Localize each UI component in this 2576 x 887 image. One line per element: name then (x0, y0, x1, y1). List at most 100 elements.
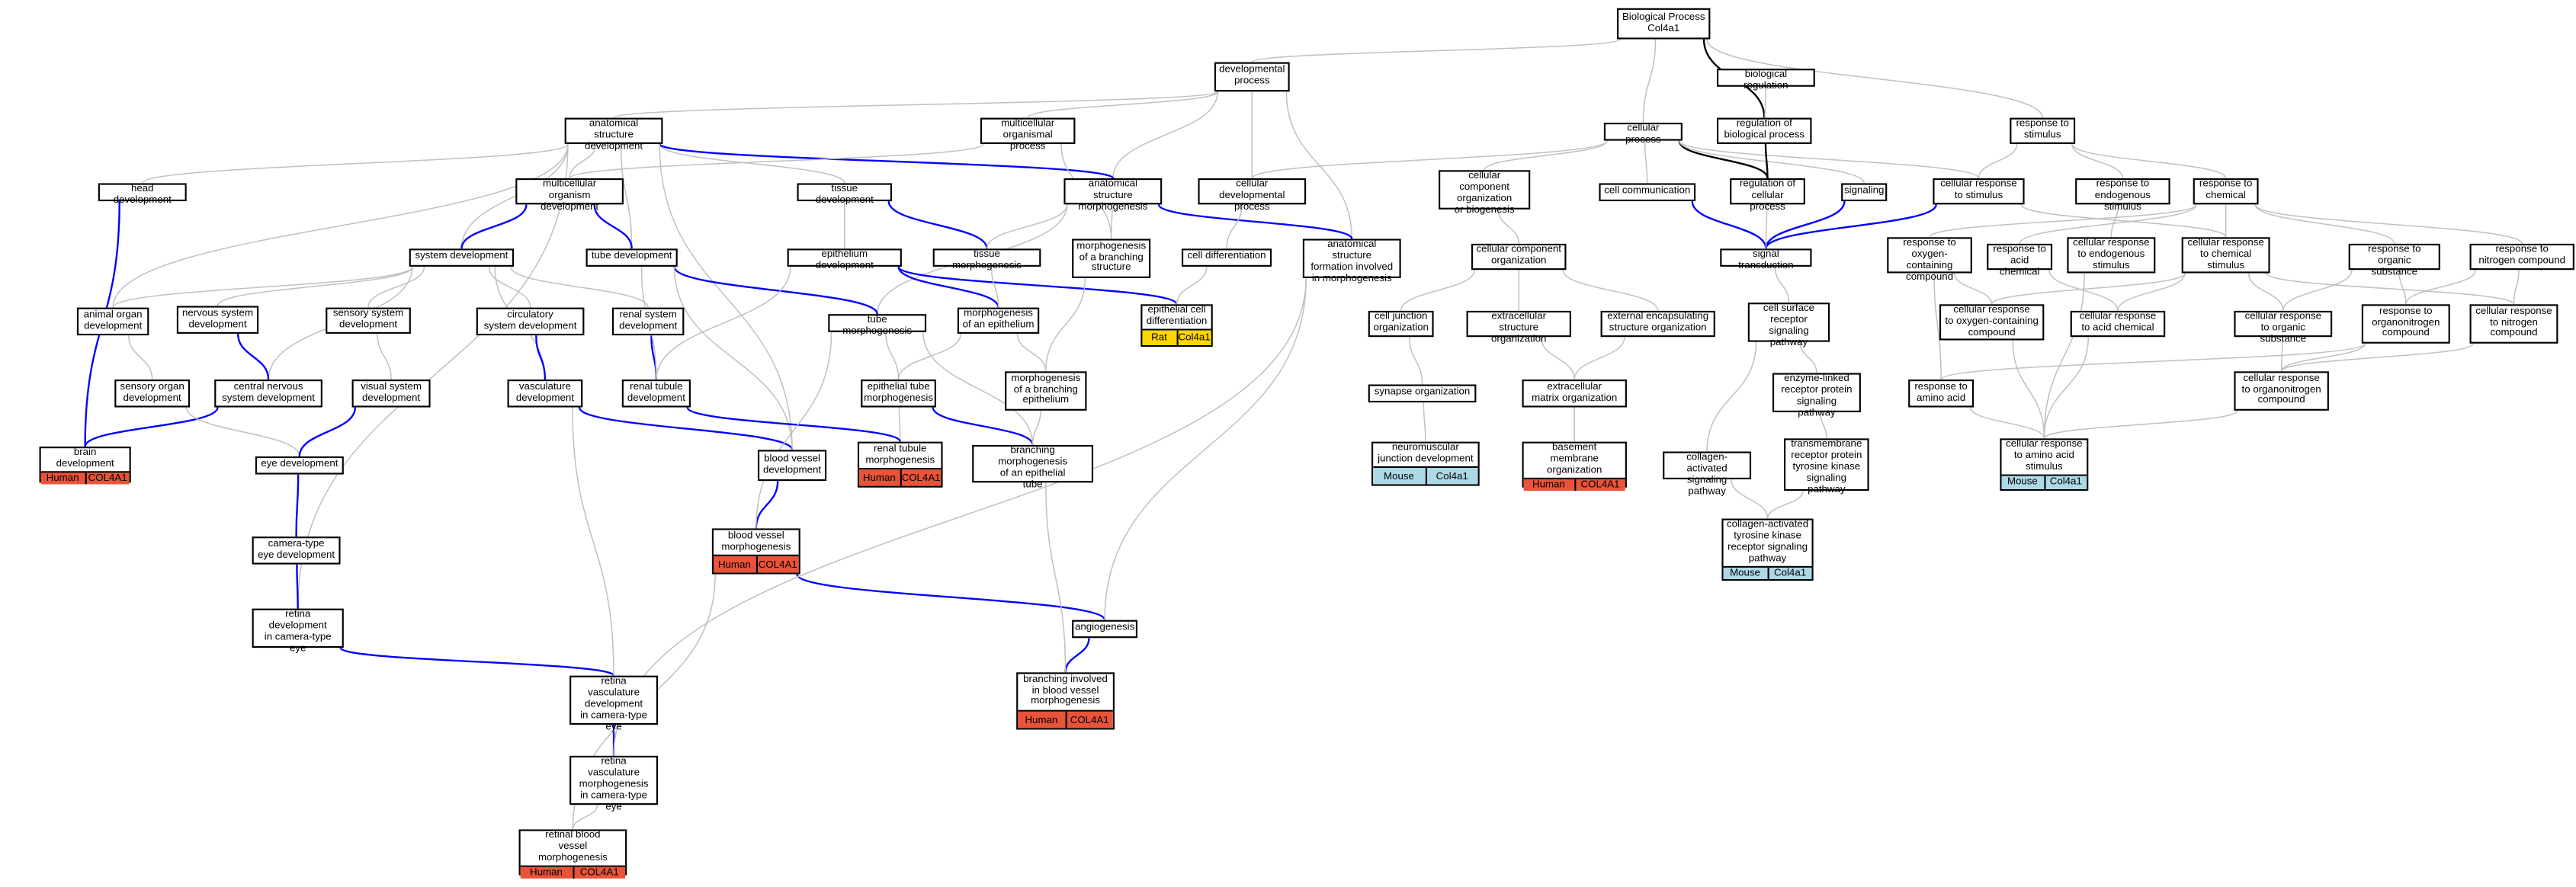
go-term-head-development[interactable]: head development (98, 183, 187, 206)
edge-crtoamino-to-crtoacid (2043, 337, 2090, 439)
go-term-response-to-nitrogen-compound[interactable]: response to nitrogen compound (2469, 243, 2574, 271)
go-term-vasculature-development[interactable]: vasculature development (507, 379, 583, 408)
go-term-synapse-organization[interactable]: synapse organization (1368, 384, 1477, 403)
go-term-cellular-response-to-nitrogen-compound[interactable]: cellular response to nitrogen compound (2469, 304, 2558, 344)
go-term-transmembrane-receptor-protein-tyrosine-kinase-signaling-pathway[interactable]: transmembrane receptor protein tyrosine … (1784, 438, 1869, 495)
go-term-tube-morphogenesis[interactable]: tube morphogenesis (828, 314, 927, 337)
go-term-response-to-oxygen-containing-compound[interactable]: response to oxygen-containing compound (1887, 237, 1972, 283)
edge-sigtrans-to-cellcomm (1691, 200, 1767, 249)
go-term-response-to-acid-chemical[interactable]: response to acid chemical (1987, 243, 2053, 278)
go-term-cell-differentiation[interactable]: cell differentiation (1181, 248, 1272, 267)
go-term-extracellular-structure-organization[interactable]: extracellular structure organization (1466, 310, 1571, 345)
go-term-cellular-process[interactable]: cellular process (1603, 123, 1683, 146)
go-term-response-to-chemical[interactable]: response to chemical (2193, 178, 2259, 205)
go-term-cellular-developmental-process[interactable]: cellular developmental process (1198, 178, 1307, 213)
go-term-developmental-process[interactable]: developmental process (1214, 62, 1290, 92)
edge-branchmorphepi-to-tubemorph (922, 331, 1034, 445)
go-term-retina-vasculature-morphogenesis-in-camera-type-eye[interactable]: retina vasculature morphogenesis in came… (569, 755, 659, 812)
go-term-central-nervous-system-development[interactable]: central nervous system development (214, 379, 322, 408)
go-term-tube-development[interactable]: tube development (585, 248, 678, 267)
go-term-sensory-system-development[interactable]: sensory system development (326, 307, 411, 334)
edge-angio-to-bvmorph (796, 573, 1106, 621)
go-term-multicellular-organismal-process[interactable]: multicellular organismal process (980, 117, 1076, 152)
go-term-biological-process-col4a1[interactable]: Biological Process Col4a1 (1617, 8, 1711, 40)
go-term-collagen-activated-signaling-pathway[interactable]: collagen-activated signaling pathway (1663, 451, 1752, 497)
gene-badge: Col4a1 (2043, 476, 2087, 489)
go-term-cellular-response-to-oxygen-containing-compound[interactable]: cellular response to oxygen-containing c… (1939, 304, 2045, 341)
go-term-branching-involved-in-blood-vessel-morphogenesis[interactable]: branching involved in blood vessel morph… (1016, 672, 1115, 730)
go-term-cellular-response-to-stimulus[interactable]: cellular response to stimulus (1933, 178, 2025, 205)
go-term-label: collagen-activated signaling pathway (1686, 451, 1728, 498)
go-term-epithelium-development[interactable]: epithelium development (787, 248, 902, 271)
go-term-eye-development[interactable]: eye development (255, 456, 344, 475)
go-term-cellular-response-to-chemical-stimulus[interactable]: cellular response to chemical stimulus (2181, 237, 2270, 274)
go-term-enzyme-linked-receptor-protein-signaling-pathway[interactable]: enzyme-linked receptor protein signaling… (1772, 373, 1861, 418)
go-term-renal-tubule-development[interactable]: renal tubule development (621, 379, 691, 408)
go-term-epithelial-tube-morphogenesis[interactable]: epithelial tube morphogenesis (861, 379, 936, 408)
edge-epitubemorph-to-morphepi (897, 333, 961, 380)
go-term-morphogenesis-of-a-branching-epithelium[interactable]: morphogenesis of a branching epithelium (1005, 371, 1087, 411)
go-term-tissue-morphogenesis[interactable]: tissue morphogenesis (932, 248, 1041, 271)
go-term-label: biological regulation (1744, 69, 1788, 92)
go-term-sensory-organ-development[interactable]: sensory organ development (114, 379, 191, 408)
go-term-cell-communication[interactable]: cell communication (1599, 183, 1696, 202)
go-term-cell-surface-receptor-signaling-pathway[interactable]: cell surface receptor signaling pathway (1747, 303, 1830, 348)
go-term-system-development[interactable]: system development (409, 248, 515, 267)
go-term-external-encapsulating-structure-organization[interactable]: external encapsulating structure organiz… (1600, 310, 1715, 338)
go-term-cellular-response-to-organic-substance[interactable]: cellular response to organic substance (2234, 310, 2333, 345)
edge-circsys-to-sysdev (488, 266, 531, 308)
go-term-multicellular-organism-development[interactable]: multicellular organism development (515, 178, 624, 213)
go-term-regulation-of-cellular-process[interactable]: regulation of cellular process (1730, 178, 1805, 213)
go-term-response-to-amino-acid[interactable]: response to amino acid (1908, 379, 1975, 408)
go-term-cellular-response-to-acid-chemical[interactable]: cellular response to acid chemical (2070, 310, 2166, 338)
edge-sigtrans-to-crtos (1765, 203, 1937, 249)
go-term-camera-type-eye-development[interactable]: camera-type eye development (252, 536, 341, 565)
go-term-anatomical-structure-development[interactable]: anatomical structure development (564, 117, 663, 152)
go-term-angiogenesis[interactable]: angiogenesis (1072, 620, 1138, 639)
edge-colrtk-to-tmrptk (1766, 490, 1804, 519)
go-term-label: response to nitrogen compound (2478, 244, 2566, 267)
go-term-cellular-response-to-amino-acid-stimulus[interactable]: cellular response to amino acid stimulus… (2000, 438, 2089, 492)
go-term-branching-morphogenesis-of-an-epithelial-tube[interactable]: branching morphogenesis of an epithelial… (972, 444, 1094, 491)
go-term-tissue-development[interactable]: tissue development (797, 183, 893, 206)
go-term-anatomical-structure-formation-involved-in-morphogenesis[interactable]: anatomical structure formation involved … (1302, 239, 1401, 284)
go-term-nervous-system-development[interactable]: nervous system development (176, 306, 259, 334)
go-term-response-to-organonitrogen-compound[interactable]: response to organonitrogen compound (2361, 304, 2450, 344)
go-term-circulatory-system-development[interactable]: circulatory system development (476, 307, 585, 336)
go-term-regulation-of-biological-process[interactable]: regulation of biological process (1716, 117, 1812, 144)
edge-extencap-to-cco (1562, 270, 1659, 312)
go-term-response-to-organic-substance[interactable]: response to organic substance (2348, 243, 2440, 278)
go-term-cellular-component-organization-or-biogenesis[interactable]: cellular component organization or bioge… (1439, 170, 1531, 216)
go-term-blood-vessel-development[interactable]: blood vessel development (757, 450, 827, 482)
edge-ecmorg-to-extraorg (1540, 337, 1575, 380)
go-term-visual-system-development[interactable]: visual system development (351, 379, 431, 408)
edge-celljunc-to-cco (1400, 270, 1476, 312)
go-term-extracellular-matrix-organization[interactable]: extracellular matrix organization (1522, 379, 1627, 408)
go-term-cellular-component-organization[interactable]: cellular component organization (1471, 243, 1567, 271)
go-term-cellular-response-to-endogenous-stimulus[interactable]: cellular response to endogenous stimulus (2067, 237, 2156, 274)
go-term-response-to-endogenous-stimulus[interactable]: response to endogenous stimulus (2075, 178, 2170, 213)
go-term-morphogenesis-of-an-epithelium[interactable]: morphogenesis of an epithelium (957, 307, 1040, 334)
go-term-retina-vasculature-development-in-camera-type-eye[interactable]: retina vasculature development in camera… (569, 675, 659, 732)
go-term-anatomical-structure-morphogenesis[interactable]: anatomical structure morphogenesis (1063, 178, 1163, 213)
go-term-retina-development-in-camera-type-eye[interactable]: retina development in camera-type eye (252, 608, 344, 654)
go-term-signaling[interactable]: signaling (1841, 183, 1888, 202)
go-term-collagen-activated-tyrosine-kinase-receptor-signaling-pathway[interactable]: collagen-activated tyrosine kinase recep… (1721, 518, 1814, 581)
go-term-morphogenesis-of-a-branching-structure[interactable]: morphogenesis of a branching structure (1072, 239, 1151, 278)
go-term-animal-organ-development[interactable]: animal organ development (76, 307, 149, 336)
go-term-cell-junction-organization[interactable]: cell junction organization (1368, 310, 1434, 338)
go-term-response-to-stimulus[interactable]: response to stimulus (2010, 117, 2076, 144)
go-term-biological-regulation[interactable]: biological regulation (1716, 69, 1815, 91)
go-term-cellular-response-to-organonitrogen-compound[interactable]: cellular response to organonitrogen comp… (2234, 371, 2329, 411)
go-term-renal-system-development[interactable]: renal system development (611, 307, 685, 336)
go-term-label: response to organic substance (2368, 243, 2421, 278)
go-term-signal-transduction[interactable]: signal transduction (1720, 248, 1812, 271)
